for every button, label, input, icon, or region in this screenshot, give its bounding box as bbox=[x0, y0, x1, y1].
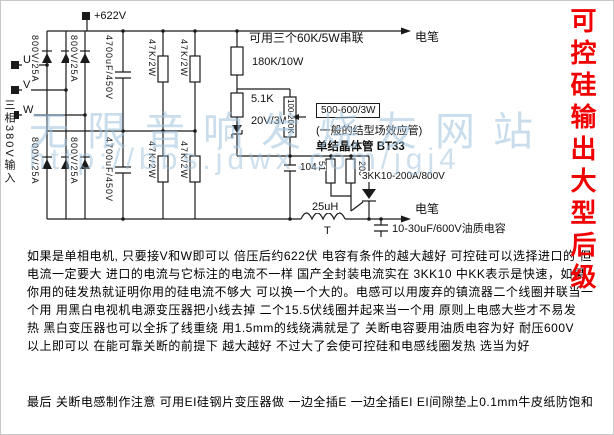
terminal-square-icon bbox=[82, 12, 90, 20]
diode-icon bbox=[42, 53, 52, 63]
scr-gate-wire bbox=[350, 201, 364, 212]
probe-label-top: 电笔 bbox=[414, 30, 441, 45]
note-line: 最后 关断电感制作注意 可用EI硅钢片变压器做 一边全插E 一边全插EI EI间… bbox=[27, 395, 594, 409]
zener-label: 20V/3W bbox=[250, 115, 292, 128]
diode-icon bbox=[80, 159, 90, 169]
phase-w-label: W bbox=[22, 104, 35, 117]
probe-label-bottom: 电笔 bbox=[414, 202, 441, 217]
note-line: 热 黑白变压器也可以全拆了线重绕 用1.5mm的线绕满就是了 关断电容要用油质电… bbox=[27, 321, 575, 335]
terminal-square-icon bbox=[11, 61, 19, 69]
transformer-label: T bbox=[323, 225, 332, 238]
filter-cap-label: 4700uF/450V bbox=[104, 35, 114, 101]
inductor-label: 25uH bbox=[311, 201, 340, 214]
input-phase-label: 三相380V输入 bbox=[3, 99, 15, 185]
phase-u-label: U bbox=[22, 54, 32, 67]
scr-label: 3KK10-200A/800V bbox=[361, 171, 446, 182]
resistor-icon bbox=[325, 158, 336, 184]
oil-cap-plates-icon bbox=[374, 224, 388, 232]
bleeder-resistor-label: 47K/2W bbox=[147, 141, 157, 180]
note-line: 如果是单相电机, 只要接V和W即可以 倍压后约622伏 电容有条件的越大越好 可… bbox=[27, 249, 592, 263]
ujt-label: 单结晶体管 BT33 bbox=[315, 141, 406, 154]
resistor-200-label: 200 bbox=[357, 161, 367, 177]
resistor-icon bbox=[230, 46, 244, 76]
phase-v-label: V bbox=[22, 79, 32, 92]
note-line: 电流一定要大 进口的电流与它标注的电流不一样 国产全封装电流实在 3KK10 中… bbox=[27, 267, 586, 281]
resistor-icon bbox=[345, 158, 356, 184]
rail-voltage-label: +622V bbox=[93, 10, 128, 23]
diode-icon bbox=[42, 159, 52, 169]
diode-rating-label: 800V/25A bbox=[30, 137, 40, 185]
zener-bar-icon bbox=[231, 130, 243, 138]
diode-icon bbox=[61, 159, 71, 169]
resistor-51-label: 51 bbox=[317, 161, 327, 172]
cap-104-label: 104 bbox=[299, 162, 318, 173]
series-resistor-note: 可用三个60K/5W串联 bbox=[248, 31, 365, 46]
fet-note-label: (一般的结型场效应管) bbox=[315, 125, 424, 138]
bleeder-resistor-label: 47K/2W bbox=[179, 141, 189, 180]
terminal-square-icon bbox=[11, 86, 19, 94]
bleeder-resistor-label: 47K/2W bbox=[179, 39, 189, 78]
resistor-icon bbox=[157, 155, 169, 183]
filter-cap-label: 4700uF/450V bbox=[104, 137, 114, 203]
watermark-text: 无限音响发烧友网站 bbox=[29, 110, 551, 154]
note-line: 以上即可以 在能可靠关断的前提下 越大越好 不过大了会使可控硅和电感线圈发热 选… bbox=[27, 339, 530, 353]
diode-icon bbox=[80, 53, 90, 63]
potentiometer-label: 100-200K bbox=[286, 99, 295, 134]
diode-rating-label: 800V/25A bbox=[69, 35, 79, 83]
schematic-wires bbox=[11, 12, 411, 237]
wiper-arrow-icon bbox=[292, 114, 299, 120]
terminal-square-icon bbox=[11, 111, 19, 119]
diode-rating-label: 800V/25A bbox=[69, 137, 79, 185]
bleeder-resistor-label: 47K/2W bbox=[147, 39, 157, 78]
snubber-resistor-box-label: 500-600/3W bbox=[316, 103, 381, 118]
dropper-resistor-label: 180K/10W bbox=[251, 56, 305, 69]
oil-cap-label: 10-30uF/600V油质电容 bbox=[392, 223, 506, 235]
resistor-icon bbox=[157, 55, 169, 83]
note-line: 你用的硅发热就证明你用的硅电流不够大 可以换一个大的。电感可以用废弃的镇流器二个… bbox=[27, 285, 594, 299]
page-title-vertical: 可控硅输出大型后级 bbox=[567, 7, 597, 295]
watermark-url: http://bbs.jdwx.com/jgj4 bbox=[29, 143, 461, 176]
resistor-5k1-label: 5.1K bbox=[250, 93, 275, 106]
inductor-coil-icon bbox=[300, 212, 346, 221]
diode-icon bbox=[61, 53, 71, 63]
cap-104-plates-icon bbox=[284, 164, 296, 172]
resistor-icon bbox=[189, 155, 201, 183]
thyristor-icon bbox=[362, 189, 376, 199]
resistor-icon bbox=[230, 92, 244, 118]
probe-arrow-bottom-icon bbox=[401, 215, 411, 223]
probe-arrow-top-icon bbox=[401, 27, 411, 35]
diode-rating-label: 800V/25A bbox=[30, 35, 40, 83]
zener-diode-icon bbox=[232, 125, 242, 133]
resistor-icon bbox=[189, 55, 201, 83]
capacitor-plates-icon bbox=[115, 71, 131, 174]
note-line: 个用 用黑白电视机电源变压器把小线去掉 二个15.5伏线圈并起来当一个用 原则上… bbox=[27, 303, 577, 317]
